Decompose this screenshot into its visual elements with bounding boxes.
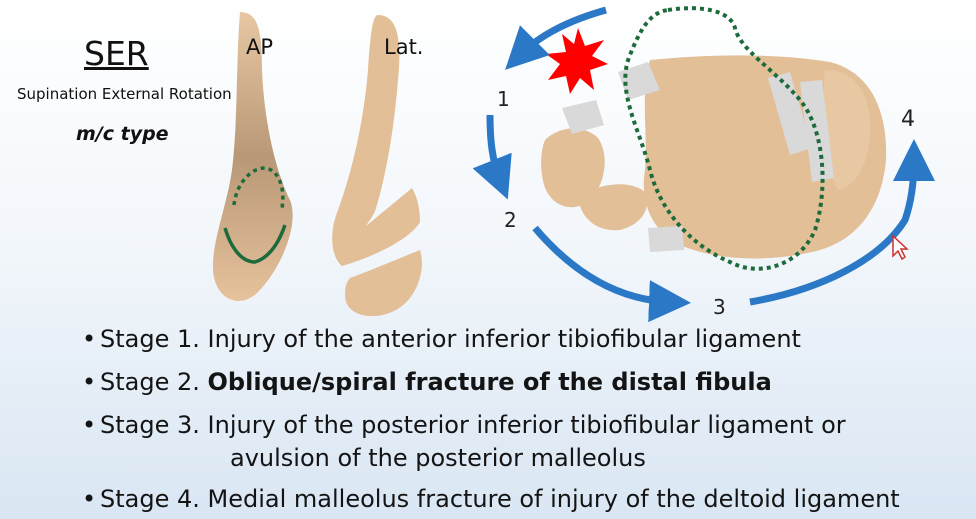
lat-fibula-lower xyxy=(345,250,422,317)
stage-text-continued: avulsion of the posterior malleolus xyxy=(230,444,646,472)
ap-view-label: AP xyxy=(246,35,274,59)
list-item: Stage 2. Oblique/spiral fracture of the … xyxy=(82,366,900,399)
ap-fracture-solid-line xyxy=(223,224,287,264)
list-item: Stage 4. Medial malleolus fracture of in… xyxy=(82,483,900,516)
page-title: SER xyxy=(84,34,149,73)
ap-fracture-dotted-line xyxy=(232,166,285,209)
ligament-deltoid-1 xyxy=(768,72,812,155)
stage-text: Medial malleolus fracture of injury of t… xyxy=(207,485,900,513)
list-item: Stage 1. Injury of the anterior inferior… xyxy=(82,323,900,356)
stage-prefix: Stage 1. xyxy=(100,325,200,353)
stage-text: Injury of the posterior inferior tibiofi… xyxy=(207,411,846,439)
stage-list: Stage 1. Injury of the anterior inferior… xyxy=(82,323,900,516)
mechanism-type-label: m/c type xyxy=(76,123,169,145)
ligament-anterior xyxy=(618,62,660,100)
stage-prefix: Stage 4. xyxy=(100,485,200,513)
medial-malleolus xyxy=(823,69,871,190)
ligament-posterior xyxy=(648,226,684,252)
lat-fibula-upper xyxy=(332,15,420,266)
stage-text: Injury of the anterior inferior tibiofib… xyxy=(207,325,801,353)
tibia-dotted-outline xyxy=(623,6,825,271)
list-item: Stage 3. Injury of the posterior inferio… xyxy=(82,409,900,475)
posterior-fragment xyxy=(578,184,648,231)
ap-fibula-bone xyxy=(212,12,293,301)
stage-number-3: 3 xyxy=(713,295,726,319)
stage-prefix: Stage 3. xyxy=(100,411,200,439)
stage-number-2: 2 xyxy=(504,208,517,232)
arrow-3-to-4 xyxy=(749,139,935,306)
stage-number-1: 1 xyxy=(497,87,510,111)
ligament-fibula xyxy=(562,100,604,134)
stage-prefix: Stage 2. xyxy=(100,368,200,396)
arrow-2-to-3 xyxy=(532,225,691,323)
fibula-fragment xyxy=(541,128,605,208)
injury-star-icon xyxy=(546,28,608,94)
arrow-to-1 xyxy=(505,6,607,70)
lat-view-label: Lat. xyxy=(384,35,424,59)
mouse-cursor-icon xyxy=(892,234,909,261)
ligament-deltoid-2 xyxy=(800,80,834,182)
subtitle: Supination External Rotation xyxy=(17,85,232,103)
stage-text: Oblique/spiral fracture of the distal fi… xyxy=(207,368,772,396)
arrow-1-to-2 xyxy=(472,114,512,200)
stage-number-4: 4 xyxy=(901,107,915,132)
